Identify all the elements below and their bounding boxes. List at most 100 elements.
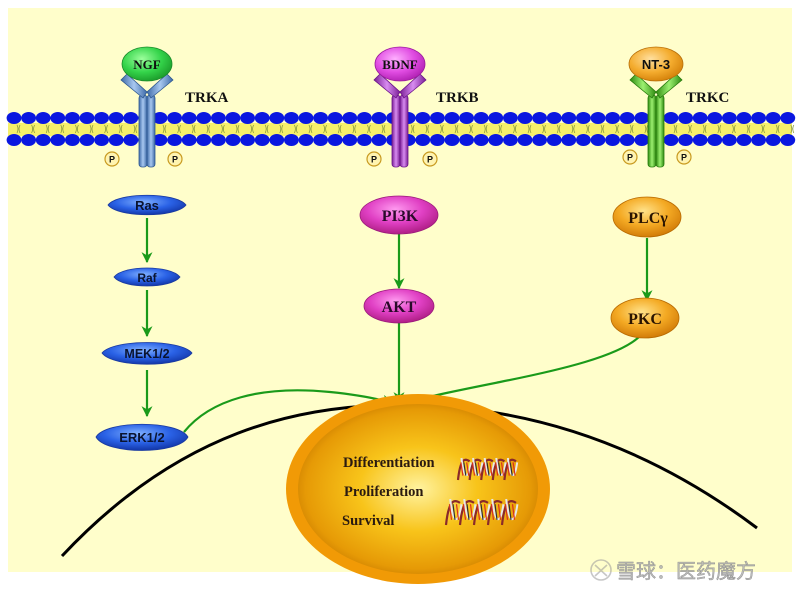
lipid-tail: [89, 124, 94, 134]
lipid-tail: [206, 124, 211, 134]
lipid-tail: [556, 124, 561, 134]
lipid-head: [35, 134, 51, 146]
lipid-head: [488, 134, 504, 146]
lipid-tail: [790, 124, 795, 134]
lipid-tail: [294, 124, 298, 134]
phosphate-icon: P: [676, 149, 692, 165]
watermark: 雪球：医药魔方: [590, 559, 756, 583]
lipid-head: [50, 134, 66, 146]
lipid-head: [751, 112, 766, 124]
lipid-head: [590, 134, 606, 146]
lipid-tail: [440, 124, 444, 134]
node-akt[interactable]: AKT: [363, 288, 435, 324]
lipid-head: [327, 134, 343, 146]
lipid-head: [722, 134, 737, 146]
lipid-head: [94, 134, 109, 146]
lipid-tail: [191, 124, 196, 134]
node-erk[interactable]: ERK1/2: [95, 423, 189, 451]
lipid-head: [65, 112, 80, 124]
lipid-tail: [571, 124, 576, 134]
lipid-tail: [410, 124, 415, 134]
node-raf[interactable]: Raf: [113, 267, 181, 287]
node-pkc[interactable]: PKC: [610, 297, 680, 339]
lipid-head: [561, 134, 577, 146]
lipid-tail: [118, 124, 123, 134]
lipid-tail: [542, 124, 546, 134]
svg-text:P: P: [109, 155, 115, 165]
lipid-tail: [702, 124, 707, 134]
svg-text:PLCγ: PLCγ: [628, 210, 668, 227]
ligand-label: BDNF: [382, 57, 417, 72]
lipid-head: [123, 134, 139, 146]
lipid-tail: [469, 124, 473, 134]
lipid-tail: [221, 124, 225, 134]
lipid-head: [765, 134, 781, 146]
lipid-head: [722, 112, 737, 124]
svg-text:PI3K: PI3K: [382, 208, 419, 225]
lipid-head: [576, 134, 591, 146]
lipid-head: [152, 112, 168, 124]
lipid-head: [692, 112, 708, 124]
lipid-tail: [264, 124, 269, 134]
lipid-head: [415, 112, 431, 124]
lipid-head: [254, 134, 270, 146]
node-plcgamma[interactable]: PLCγ: [612, 196, 682, 238]
lipid-head: [517, 134, 533, 146]
svg-text:P: P: [681, 153, 687, 163]
lipid-head: [342, 112, 358, 124]
lipid-head: [444, 134, 460, 146]
dna-helix-icon: [444, 498, 519, 526]
lipid-head: [211, 112, 226, 124]
lipid-head: [21, 134, 36, 146]
lipid-tail: [367, 124, 371, 134]
lipid-head: [765, 112, 781, 124]
lipid-head: [254, 112, 270, 124]
pathway-nodes: Ras Raf MEK1/2 ERK1/2 PI3K AKT PLCγ: [95, 194, 682, 451]
receptor-label: TRKC: [686, 90, 729, 106]
lipid-tail: [235, 124, 240, 134]
svg-text:P: P: [427, 155, 433, 165]
ligand-bdnf[interactable]: BDNF: [374, 46, 426, 82]
lipid-tail: [337, 124, 342, 134]
lipid-head: [94, 112, 109, 124]
lipid-head: [634, 112, 650, 124]
svg-text:Ras: Ras: [135, 198, 159, 213]
lipid-head: [619, 112, 635, 124]
lipid-head: [79, 112, 95, 124]
lipid-head: [35, 112, 51, 124]
svg-text:P: P: [371, 155, 377, 165]
lipid-head: [6, 134, 22, 146]
node-mek[interactable]: MEK1/2: [101, 342, 193, 365]
lipid-head: [313, 112, 328, 124]
ligand-ngf[interactable]: NGF: [121, 46, 173, 82]
lipid-head: [503, 112, 518, 124]
lipid-head: [780, 112, 796, 124]
lipid-head: [357, 134, 372, 146]
lipid-head: [692, 134, 708, 146]
lipid-head: [634, 134, 650, 146]
lipid-tail: [717, 124, 722, 134]
lipid-head: [473, 134, 489, 146]
lipid-tail: [352, 124, 357, 134]
node-pi3k[interactable]: PI3K: [359, 195, 439, 235]
node-ras[interactable]: Ras: [107, 194, 187, 216]
outcome-survival: Survival: [342, 513, 394, 529]
ligand-nt3[interactable]: NT-3: [628, 46, 684, 82]
lipid-head: [225, 112, 241, 124]
outcome-differentiation: Differentiation: [343, 455, 435, 471]
lipid-tail: [673, 124, 678, 134]
lipid-head: [517, 112, 533, 124]
lipid-head: [371, 134, 387, 146]
nucleus: Differentiation Proliferation Survival: [286, 394, 550, 584]
lipid-head: [181, 134, 197, 146]
lipid-tail: [60, 124, 65, 134]
receptor-label: TRKA: [185, 90, 229, 106]
svg-text:ERK1/2: ERK1/2: [119, 430, 165, 445]
lipid-tail: [177, 124, 181, 134]
lipid-head: [108, 112, 124, 124]
lipid-head: [298, 112, 314, 124]
